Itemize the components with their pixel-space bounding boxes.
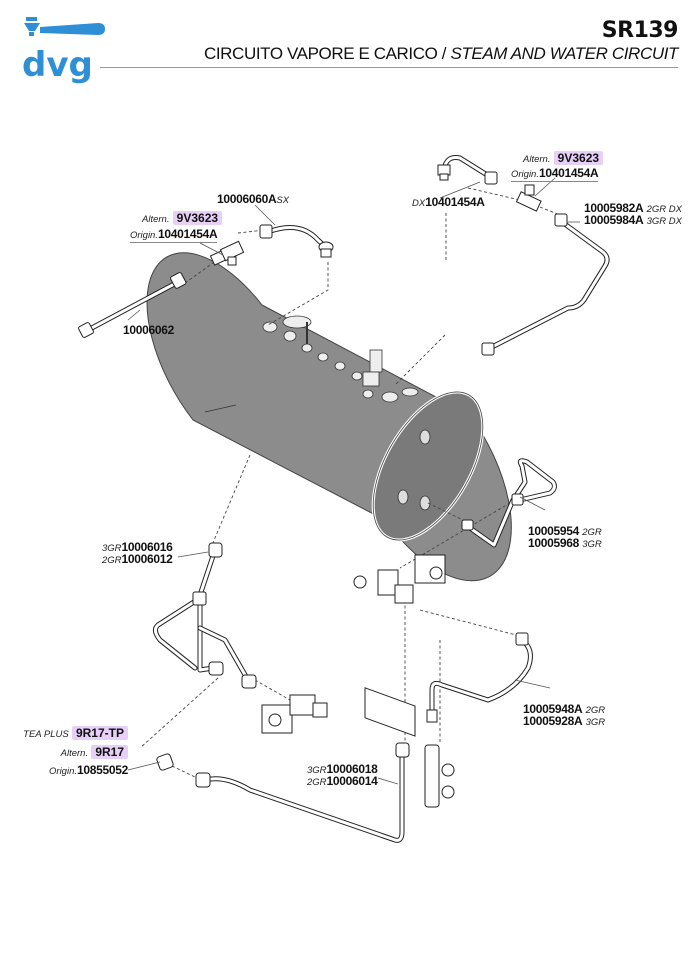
label-steam-wand-pipe: 10006062 [123,323,174,337]
pipe-tee [152,542,257,689]
label-valve-right-origin: Origin.10401454A [511,166,599,182]
label-teaplus: TEA PLUS 9R17-TP [18,726,128,740]
label-pipe-tee: 3GR10006016 2GR10006012 [102,540,173,566]
prefix: 3GR [307,765,327,776]
manifold [424,744,455,808]
label-valve-right: Altern. 9V3623 [523,151,604,165]
portafilter-icon [24,17,105,36]
altern-prefix: Altern. [523,154,551,165]
part-number: 10006018 [326,762,378,776]
part-number: 10006012 [121,552,173,566]
origin-part-number: 10855052 [77,763,128,777]
label-steam-pipe-dx: DX10401454A [412,195,485,209]
pipe-lower-right [426,632,533,723]
variant: 3GR [585,717,606,728]
origin-prefix: Origin. [49,766,77,777]
part-number: 10006060A [217,192,277,206]
title-separator: / [437,44,451,63]
altern-prefix: Altern. [142,214,170,225]
variant: 2GR [582,527,602,538]
label-teaplus-origin: Origin.10855052 [18,763,128,777]
prefix: 2GR [307,777,327,788]
part-number: 10005968 [528,536,579,550]
origin-part-number: 10401454A [157,227,218,241]
altern-part-number: 9R17 [91,745,128,759]
label-teaplus-altern: Altern. 9R17 [18,745,128,759]
prefix: 2GR [102,555,122,566]
label-line: 2GR10006012 [102,552,173,566]
title-en: STEAM AND WATER CIRCUIT [450,44,678,63]
prefix: 3GR [102,543,122,554]
origin-part-number: 10401454A [538,166,599,180]
steam-pipe-sx [259,224,334,258]
steam-wand-pipe [78,272,187,338]
label-pipe-lower-right: 10005948A 2GR 10005928A 3GR [523,702,606,728]
label-line: 3GR10006016 [102,540,173,554]
header-rule [100,67,678,68]
solenoid-valve-block [353,554,446,737]
fitting-teaplus [156,753,174,771]
variant: 2GR DX [646,204,682,215]
label-steam-pipe-sx: 10006060ASX [217,192,290,206]
part-number: 10401454A [425,195,485,209]
label-line: 10005968 3GR [528,536,602,550]
part-number: 10006014 [326,774,378,788]
label-line: 3GR10006018 [307,762,378,776]
label-line: 10005984A 3GR DX [584,213,682,227]
teaplus-part-number: 9R17-TP [71,726,128,740]
variant: SX [276,195,290,206]
leader-lines [127,177,580,785]
altern-part-number: 9V3623 [172,211,223,225]
label-line: 10005928A 3GR [523,714,606,728]
part-number: 10005928A [523,714,583,728]
label-line: 10005954 2GR [528,524,602,538]
model-code: SR139 [601,18,679,43]
page-title: CIRCUITO VAPORE E CARICO / STEAM AND WAT… [204,44,678,64]
part-number: 10005984A [584,213,644,227]
part-number: 10005954 [528,524,579,538]
boiler [146,252,512,582]
part-number: 10006062 [123,323,174,337]
label-valve-left: Altern. 9V3623 [142,211,223,225]
teaplus-prefix: TEA PLUS [23,729,69,740]
brand-text: dvg [22,45,93,84]
label-line: 2GR10006014 [307,774,378,788]
label-line: 10005982A 2GR DX [584,201,682,215]
label-pipe-dx: 10005982A 2GR DX 10005984A 3GR DX [584,201,682,227]
boiler-port [397,489,409,505]
variant: 3GR [582,539,602,550]
boiler-port [419,495,431,511]
part-number: 10005982A [584,201,644,215]
part-number: 10006016 [121,540,173,554]
part-number: 10005948A [523,702,583,716]
dvg-logo: dvg [22,17,105,84]
pipe-dx [481,213,610,356]
origin-prefix: Origin. [511,169,539,180]
variant: 2GR [585,705,606,716]
altern-part-number: 9V3623 [553,151,604,165]
prefix: DX [412,198,426,209]
pipe-boiler-out [461,458,557,548]
label-pipe-boiler-out: 10005954 2GR 10005968 3GR [528,524,602,550]
boiler-port [419,429,431,445]
label-valve-left-origin: Origin.10401454A [130,227,218,243]
altern-prefix: Altern. [60,748,89,759]
origin-prefix: Origin. [130,230,158,241]
pipe-bottom [195,742,410,843]
valve-right [515,184,542,212]
title-it: CIRCUITO VAPORE E CARICO [203,44,438,63]
variant: 3GR DX [646,216,682,227]
small-solenoid [261,694,328,734]
label-line: 10005948A 2GR [523,702,606,716]
steam-pipe-dx [437,155,498,185]
label-pipe-bottom: 3GR10006018 2GR10006014 [307,762,378,788]
valve-left [209,240,245,266]
